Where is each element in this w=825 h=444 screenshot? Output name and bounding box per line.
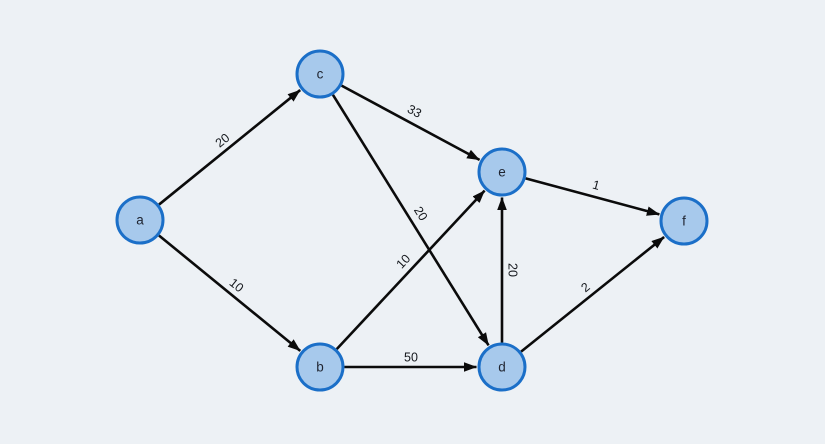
edge-a-c xyxy=(158,89,302,206)
edge-weight-c-e: 33 xyxy=(405,102,424,121)
node-f[interactable] xyxy=(659,196,709,246)
edge-weight-a-c: 20 xyxy=(213,131,233,151)
edge-weight-a-b: 10 xyxy=(227,276,247,296)
edge-d-f xyxy=(520,235,665,353)
edge-a-b xyxy=(158,234,302,352)
node-e[interactable] xyxy=(477,147,527,197)
edge-b-e xyxy=(335,189,486,350)
edge-weight-b-d: 50 xyxy=(404,350,418,364)
edge-weight-c-d: 20 xyxy=(411,204,430,223)
edge-c-d xyxy=(331,94,490,347)
edge-weight-e-f: 1 xyxy=(591,178,601,193)
node-label-e: e xyxy=(498,165,506,180)
edges-layer xyxy=(158,84,665,372)
node-c[interactable] xyxy=(295,49,345,99)
node-d[interactable] xyxy=(477,342,527,392)
node-label-a: a xyxy=(136,213,144,228)
node-label-b: b xyxy=(316,360,324,375)
edge-weight-d-e: 20 xyxy=(506,263,520,277)
node-label-f: f xyxy=(682,214,686,229)
edge-e-f xyxy=(525,177,660,216)
edge-weight-d-f: 2 xyxy=(578,280,592,295)
edge-c-e xyxy=(340,84,481,162)
node-b[interactable] xyxy=(295,342,345,392)
node-label-c: c xyxy=(317,67,324,82)
node-label-d: d xyxy=(498,360,506,375)
nodes-layer: a b c d e f xyxy=(115,49,709,392)
node-a[interactable] xyxy=(115,195,165,245)
